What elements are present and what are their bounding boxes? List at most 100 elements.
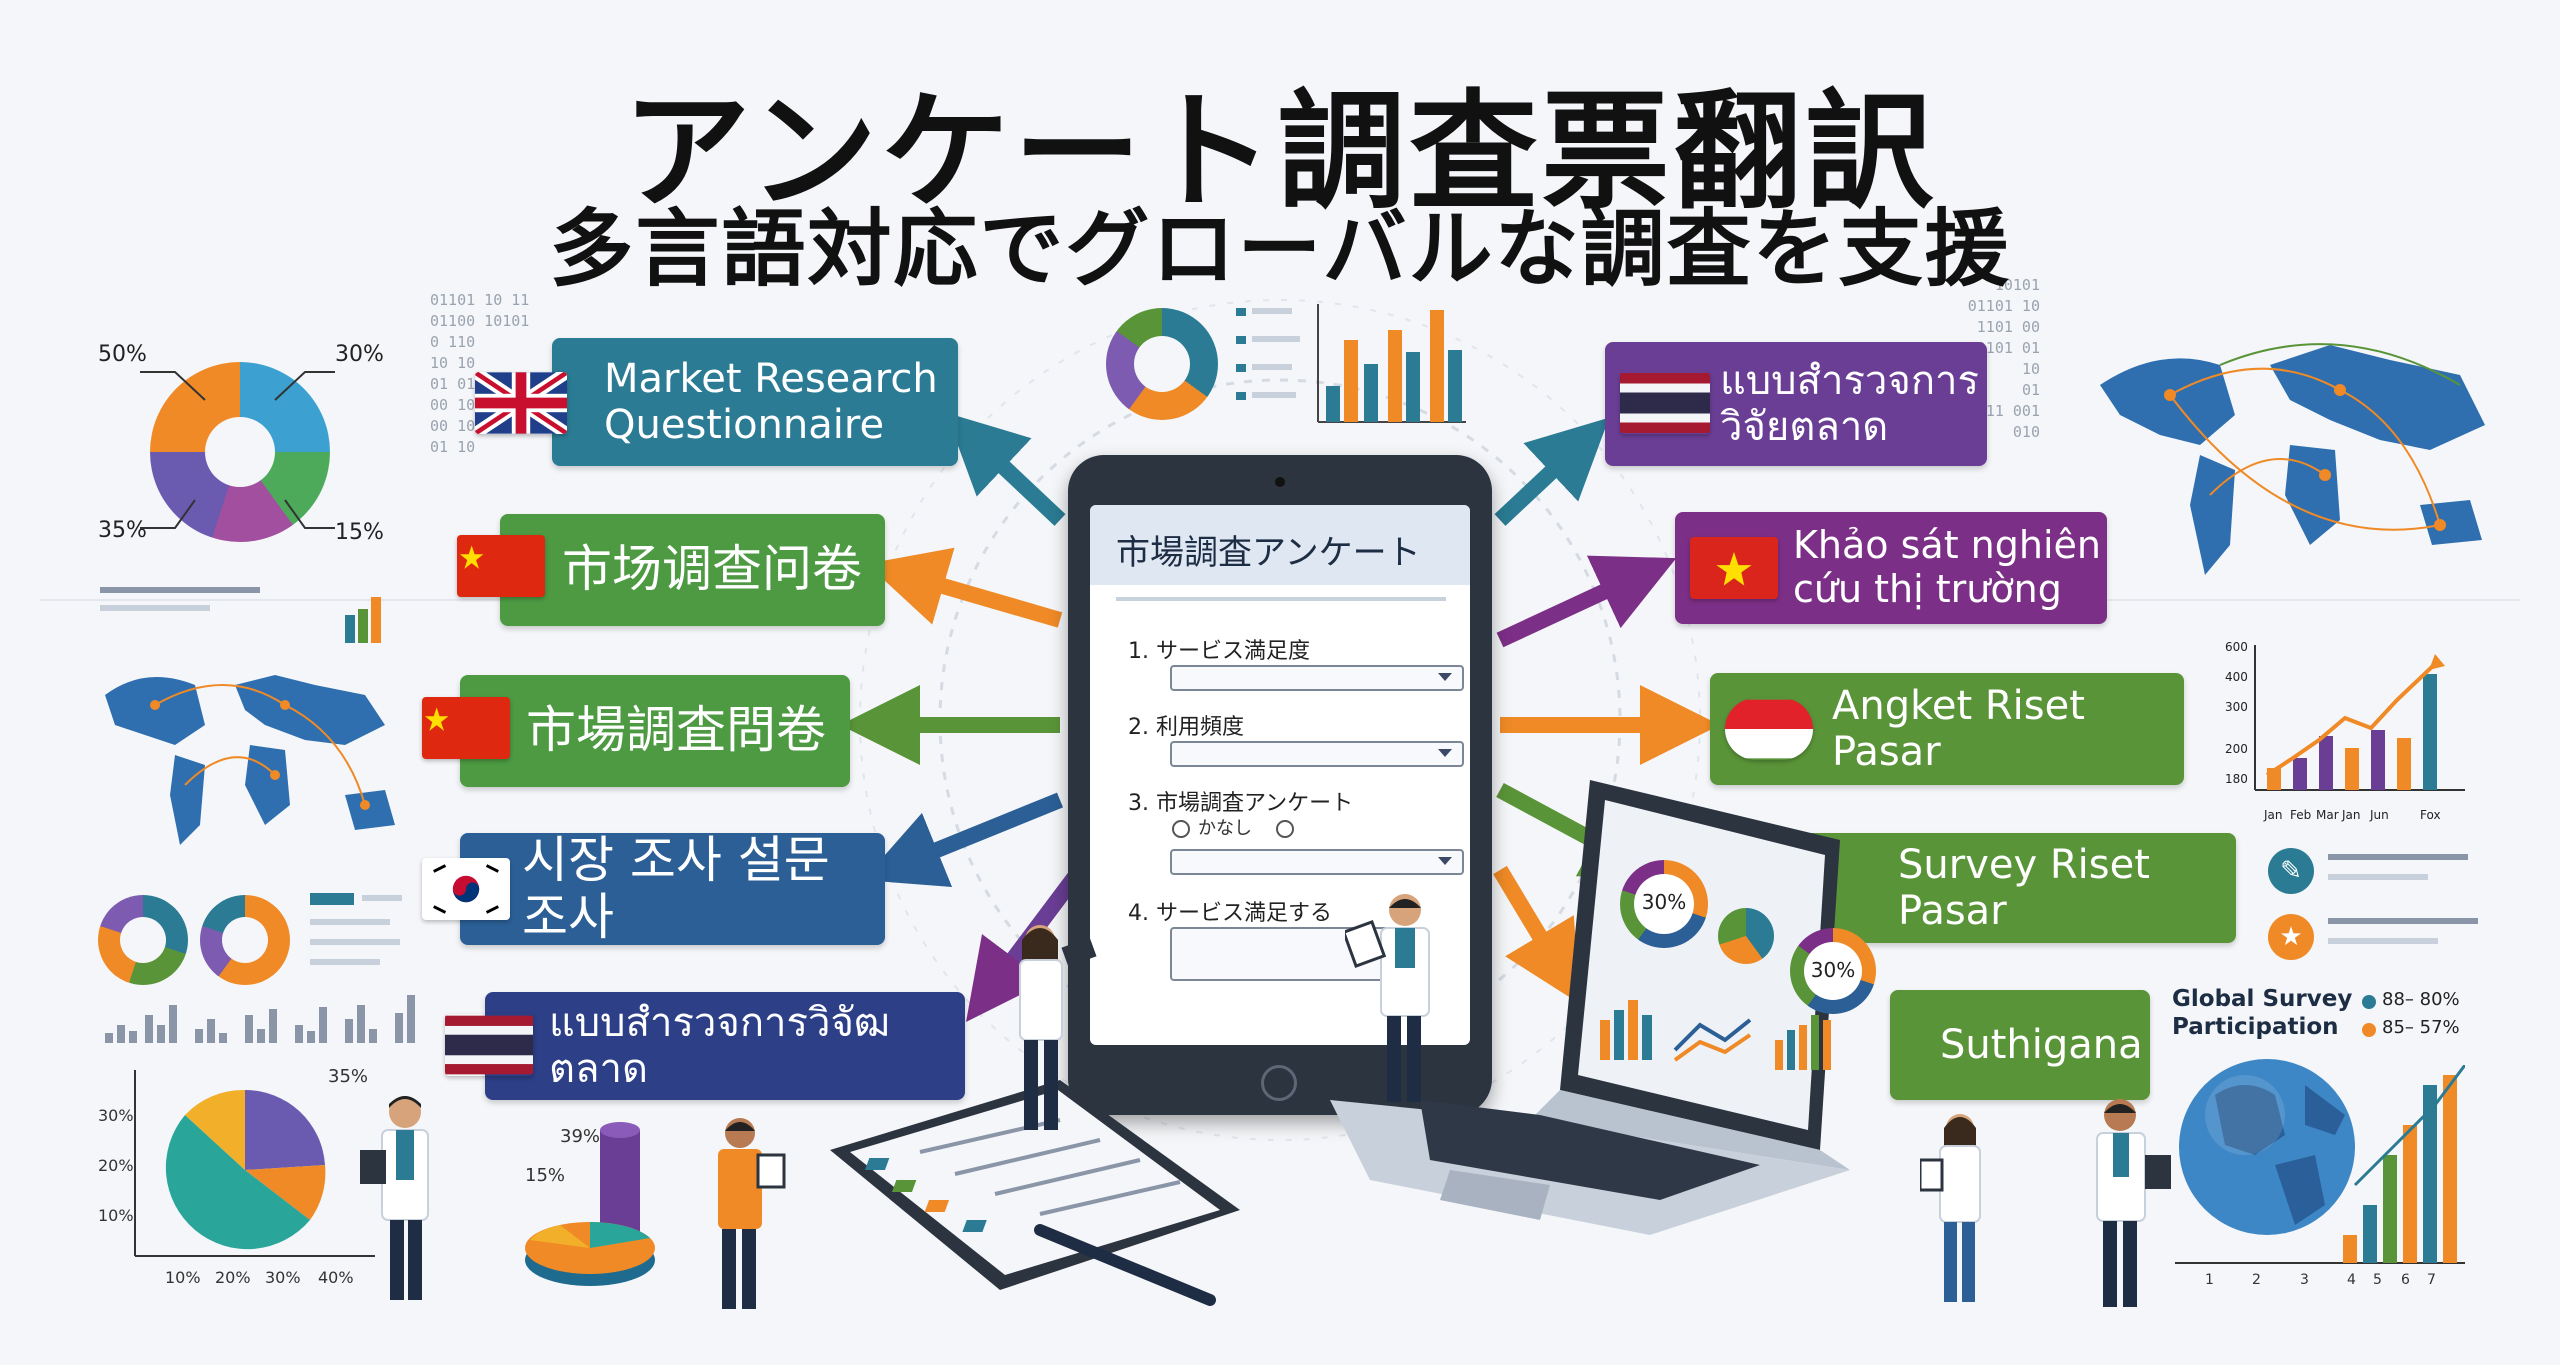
left-pie-x-tick: 30%: [265, 1268, 301, 1287]
star-icon: ★: [2268, 914, 2314, 960]
top-donut-chart: [1106, 308, 1218, 420]
binary-line: 01 10: [430, 438, 476, 456]
left-small-donut-a: [98, 895, 188, 985]
binary-line: 01101 10 11: [430, 291, 530, 309]
survey-header-title: 市場調査アンケート: [1116, 533, 1421, 573]
pie-3d-label-a: 39%: [560, 1126, 601, 1147]
survey-question-2-select[interactable]: [1170, 741, 1464, 767]
binary-line: 10101: [1994, 276, 2040, 294]
left-pie-x-tick: 10%: [165, 1268, 201, 1287]
right-chart-x-tick: Jan: [2264, 808, 2283, 822]
binary-line: 10 10: [430, 354, 476, 372]
binary-line: 00 10: [430, 417, 476, 435]
page-title: アンケート調査票翻訳: [622, 78, 1938, 227]
binary-line: 00 10: [430, 396, 476, 414]
left-pie-chart: [134, 1070, 375, 1257]
translation-chinese-traditional: 市場調査問卷: [460, 675, 850, 787]
left-donut-label-bottom-right: 15%: [335, 520, 384, 545]
translation-chinese-traditional-text: 市場調査問卷: [526, 701, 826, 760]
right-chart-y-tick: 180: [2225, 772, 2248, 786]
left-donut-chart: [150, 362, 330, 542]
flag-thailand-icon: [445, 1014, 533, 1076]
global-x-tick: 5: [2373, 1272, 2382, 1288]
translation-english-text: Market Research Questionnaire: [604, 356, 938, 448]
global-x-tick: 7: [2427, 1272, 2436, 1288]
flag-china-icon: [457, 535, 545, 597]
left-donut-leaders: [140, 371, 335, 529]
global-x-tick: 4: [2347, 1272, 2356, 1288]
tablet-screen: 市場調査アンケート 1. サービス満足度 2. 利用頻度 3. 市場調査アンケー…: [1090, 505, 1470, 1045]
translation-korean: 시장 조사 설문 조사: [460, 830, 885, 946]
page-subtitle: 多言語対応でグローバルな調査を支援: [549, 200, 2011, 298]
laptop-donut-c: 30%: [1790, 928, 1876, 1014]
binary-line: 1101 00: [1976, 318, 2040, 336]
left-pie-y-tick: 20%: [98, 1156, 134, 1175]
survey-question-4: 4. サービス満足する: [1128, 901, 1332, 926]
person-doctor-right: [2096, 1099, 2171, 1307]
right-chart-x-tick: Jan: [2342, 808, 2361, 822]
person-left-doctor: [360, 1096, 429, 1300]
binary-line: 11 001: [1985, 402, 2040, 420]
document-check-icon: ✎: [2268, 848, 2314, 894]
globe-icon: [2179, 1059, 2355, 1235]
global-x-tick: 3: [2300, 1272, 2309, 1288]
person-woman-tablet: [1019, 925, 1097, 1130]
survey-question-1-select[interactable]: [1170, 665, 1464, 691]
translation-chinese-simplified-text: 市场调查问卷: [562, 540, 862, 599]
left-donut-label-top-right: 30%: [335, 342, 384, 367]
pen-icon: [1034, 1224, 1216, 1306]
right-chart-x-tick: Fox: [2420, 808, 2441, 822]
laptop-donut-a-label: 30%: [1641, 890, 1687, 914]
laptop-donut-c-hole: [1804, 942, 1862, 1000]
translation-thai-right-text: แบบสำรวจการ วิจัยตลาด: [1720, 358, 1979, 450]
global-bar-chart: [2175, 1065, 2465, 1264]
right-chart-x-tick: Mar: [2316, 808, 2339, 822]
translation-survey-riset: Survey Riset Pasar: [1790, 833, 2236, 943]
translation-english: Market Research Questionnaire: [552, 338, 958, 466]
binary-line: 10: [2021, 360, 2040, 378]
left-small-legend: [310, 893, 402, 965]
laptop-donut-a-hole: [1634, 874, 1694, 934]
flag-uk-icon: [475, 372, 567, 434]
binary-column-left: 01101 10 11 01100 10101 0 110 10 10 01 0…: [430, 290, 550, 458]
top-donut-hole: [1134, 336, 1190, 392]
tablet-home-button[interactable]: [1261, 1065, 1297, 1101]
survey-question-1: 1. サービス満足度: [1128, 639, 1310, 664]
survey-question-2: 2. 利用頻度: [1128, 715, 1244, 740]
person-orange: [718, 1118, 786, 1309]
survey-question-3-radio-b[interactable]: [1276, 820, 1294, 838]
flag-vietnam-icon: [1690, 537, 1778, 599]
legend-dot-orange: [2362, 1023, 2376, 1037]
top-bar-chart: [1317, 304, 1466, 423]
flag-china-icon: [422, 697, 510, 759]
right-growth-chart: [2254, 645, 2465, 791]
left-pie-x-tick: 40%: [318, 1268, 354, 1287]
translation-suthigana-text: Suthigana: [1940, 1022, 2143, 1068]
global-x-tick: 2: [2252, 1272, 2261, 1288]
pie-3d-chart: [525, 1122, 655, 1286]
translation-thai-left-text: แบบสำรวจการวิจัฒตลาด: [549, 1000, 891, 1092]
right-chart-y-tick: 300: [2225, 700, 2248, 714]
person-woman-right: [1920, 1114, 1981, 1302]
survey-question-3-radio-a[interactable]: [1172, 820, 1190, 838]
legend-dot-blue: [2362, 995, 2376, 1009]
tablet-camera: [1275, 477, 1285, 487]
right-icon-legend-lines: [2328, 854, 2478, 944]
laptop-donut-a: 30%: [1620, 860, 1708, 948]
global-x-tick: 1: [2205, 1272, 2214, 1288]
laptop-illustration: [1330, 780, 1850, 1235]
translation-chinese-simplified: 市场调查问卷: [500, 514, 885, 626]
survey-question-3-select[interactable]: [1170, 849, 1464, 875]
top-legend-lines: [1236, 308, 1300, 400]
left-separator-lines: [100, 587, 381, 643]
translation-korean-text: 시장 조사 설문 조사: [522, 830, 830, 946]
flag-indonesia-icon: [1725, 698, 1813, 760]
laptop-pie-b: [1718, 908, 1774, 964]
global-legend-a: 88– 80%: [2382, 989, 2460, 1010]
binary-line: 0 110: [430, 333, 476, 351]
binary-line: 01101 10: [1967, 297, 2040, 315]
left-donut-label-top-left: 50%: [98, 342, 147, 367]
header-divider: [1116, 597, 1446, 601]
flag-korea-icon: [422, 858, 510, 920]
survey-header: 市場調査アンケート: [1090, 505, 1470, 585]
